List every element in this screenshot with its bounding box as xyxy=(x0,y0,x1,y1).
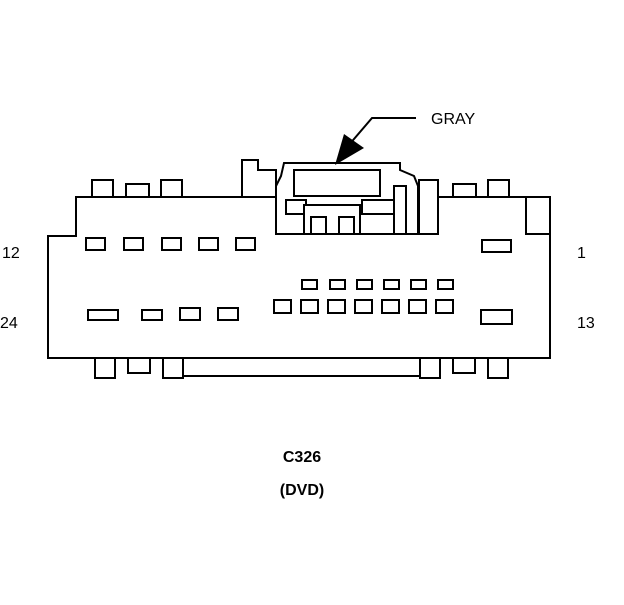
gray-leader xyxy=(335,117,416,165)
wire-color-label: GRAY xyxy=(431,111,475,128)
bottom-tabs xyxy=(94,357,509,379)
pin-label-24: 24 xyxy=(0,315,18,332)
right-latch xyxy=(525,196,551,235)
pin-label-12: 12 xyxy=(2,245,20,262)
bottom-row-cavities xyxy=(87,299,513,325)
connector-note: (DVD) xyxy=(280,482,324,499)
top-row-cavities xyxy=(85,237,512,253)
pin-label-13: 13 xyxy=(577,315,595,332)
connector-id: C326 xyxy=(283,449,321,466)
locking-tower xyxy=(241,159,439,235)
pin-label-1: 1 xyxy=(577,245,586,262)
middle-small-cavities xyxy=(301,279,454,290)
